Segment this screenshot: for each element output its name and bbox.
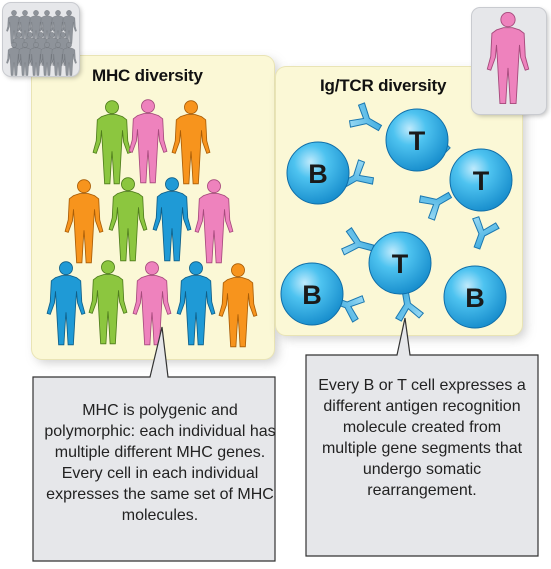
t-cell	[368, 231, 432, 295]
b-cell-label: B	[308, 159, 328, 189]
person-figure	[171, 100, 211, 185]
crowd-figures	[6, 10, 77, 76]
lymphocyte-cells	[280, 108, 513, 329]
person-figure	[64, 179, 104, 264]
b-cell-label: B	[302, 280, 322, 310]
person-figure	[88, 260, 128, 345]
t-cell-label: T	[473, 166, 490, 196]
ig-callout-bubble	[305, 317, 539, 557]
person-figure	[176, 261, 216, 346]
person-figure	[132, 261, 172, 346]
person-figure	[108, 177, 148, 262]
mhc-callout-bubble	[32, 326, 276, 562]
b-cell-label: B	[465, 283, 485, 313]
mhc-diversity-title: MHC diversity	[92, 66, 203, 85]
t-cell	[449, 148, 513, 212]
mhc-callout-text: MHC is polygenic and polymorphic: each i…	[44, 402, 276, 524]
t-cell-label: T	[409, 126, 426, 156]
b-cell	[443, 265, 507, 329]
mhc-population-figures	[46, 99, 258, 348]
t-cell-label: T	[392, 249, 409, 279]
ig-callout-text: Every B or T cell expresses a different …	[318, 377, 526, 499]
b-cell	[280, 262, 344, 326]
person-figure	[194, 179, 234, 264]
t-cell	[385, 108, 449, 172]
person-figure	[128, 99, 168, 184]
receptor	[463, 214, 501, 254]
person-figure	[218, 263, 258, 348]
ig-tcr-diversity-title: Ig/TCR diversity	[320, 76, 447, 95]
person-figure	[46, 261, 86, 346]
pink-person-icon	[486, 11, 530, 105]
b-cell	[286, 141, 350, 205]
person-figure	[152, 177, 192, 262]
person-figure	[92, 100, 132, 185]
receptor	[346, 100, 388, 141]
